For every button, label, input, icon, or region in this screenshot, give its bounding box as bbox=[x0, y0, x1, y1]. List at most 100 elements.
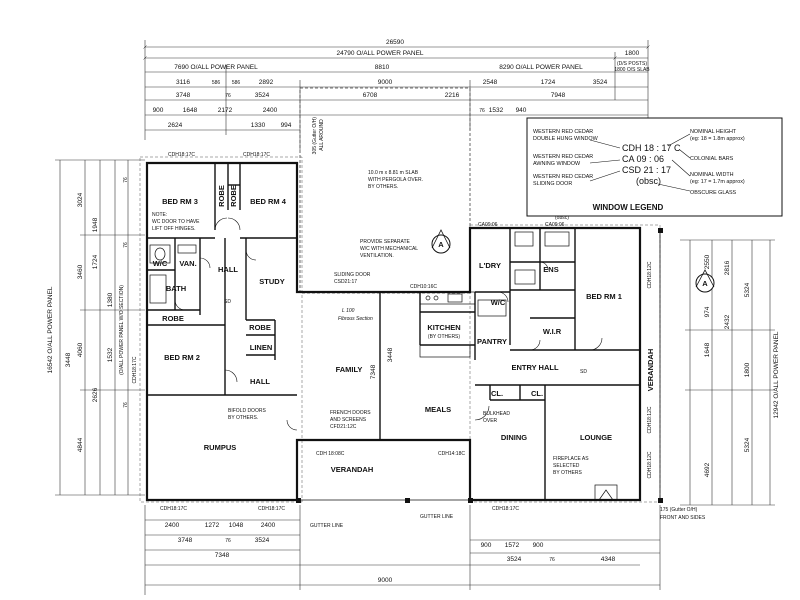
door-swings bbox=[174, 217, 603, 431]
note-french-line2: AND SCREENS bbox=[330, 417, 367, 423]
dim-r5-1: 1648 bbox=[183, 107, 198, 114]
dim-right-inner-1: 2432 bbox=[724, 314, 731, 329]
note-gutter-oh: 305 (Gutter O/H) ALL AROUND bbox=[312, 116, 325, 155]
section-marker-top bbox=[431, 229, 451, 254]
dim-dis-posts-note: (D/S POSTS) bbox=[617, 61, 647, 67]
dim-right-outer-1: 2816 bbox=[724, 260, 731, 275]
dim-left-outer-0: 3024 bbox=[77, 192, 84, 207]
dim-power-panel-all: 24790 O/ALL POWER PANEL bbox=[336, 50, 423, 57]
dim-left-wall-1: 76 bbox=[123, 242, 129, 248]
dim-right-outer-0: 2550 bbox=[704, 254, 711, 269]
legend-code-csd: CSD 21 : 17 bbox=[622, 165, 671, 175]
window-legend-box bbox=[526, 117, 783, 217]
room-dining: DINING bbox=[501, 433, 527, 442]
legend-item-sliding: WESTERN RED CEDAR SLIDING DOOR bbox=[533, 174, 595, 187]
section-marker-right-label: A bbox=[702, 279, 708, 288]
room-study: STUDY bbox=[259, 277, 284, 286]
room-wc2: W/C bbox=[491, 298, 506, 307]
dim-right-outer-5: 4692 bbox=[704, 462, 711, 477]
dim-right-panel: 8290 O/ALL POWER PANEL bbox=[499, 64, 583, 71]
note-sliding-door-line1: SLIDING DOOR bbox=[334, 272, 371, 278]
note-gutter-line2: ALL AROUND bbox=[319, 119, 325, 151]
gutter-outline-left bbox=[139, 156, 303, 503]
room-kitchen: KITCHEN bbox=[427, 323, 460, 332]
note-bulkhead-line1: BULKHEAD bbox=[483, 411, 510, 417]
note-wc-line2: WC DOOR TO HAVE bbox=[152, 219, 200, 225]
win-cdh1817c-bl: CDH18:17C bbox=[160, 506, 187, 512]
win-ca-a: CA09:06 bbox=[478, 222, 498, 228]
legend-nominal-width: NOMINAL WIDTH (eg: 17 = 1.7m approx) bbox=[690, 172, 745, 185]
win-cdh1812c-b: CDH18:12C bbox=[647, 406, 653, 433]
dim-left-wall-0: 76 bbox=[123, 177, 129, 183]
legend-item-dh-line2: DOUBLE HUNG WINDOW bbox=[533, 136, 599, 142]
verandah-posts bbox=[296, 228, 663, 503]
dim-r4-4: 2216 bbox=[445, 92, 460, 99]
section-marker-right bbox=[695, 269, 715, 293]
dim-r5-6: 940 bbox=[516, 107, 527, 114]
room-pantry: PANTRY bbox=[477, 337, 507, 346]
note-fireplace-line3: BY OTHERS bbox=[553, 470, 582, 476]
win-ca-b: CA09:06 bbox=[545, 222, 565, 228]
dim-r4-0: 3748 bbox=[176, 92, 191, 99]
legend-nominal-height: NOMINAL HEIGHT (eg: 18 = 1.8m approx) bbox=[690, 129, 745, 142]
win-cdh1016c: CDH10:16C bbox=[410, 284, 437, 290]
note-french-line3: CFD21:12C bbox=[330, 424, 357, 430]
bottom-dimensions bbox=[144, 505, 661, 595]
room-entry-hall: ENTRY HALL bbox=[511, 363, 559, 372]
dim-inner-3448: 3448 bbox=[387, 347, 394, 362]
dim-b2-1: 76 bbox=[225, 538, 231, 544]
dim-b1-0: 2400 bbox=[165, 522, 180, 529]
note-bifold-line2: BY OTHERS. bbox=[228, 415, 258, 421]
room-rumpus: RUMPUS bbox=[204, 443, 237, 452]
note-bifold-line1: BIFOLD DOORS bbox=[228, 408, 266, 414]
room-linen: LINEN bbox=[250, 343, 273, 352]
note-wc-provide-line1: PROVIDE SEPARATE bbox=[360, 239, 410, 245]
dim-left-inner-0: 1948 bbox=[92, 217, 99, 232]
room-bath: BATH bbox=[166, 284, 186, 293]
legend-nominal-height-line1: NOMINAL HEIGHT bbox=[690, 129, 737, 135]
legend-code-ca: CA 09 : 06 bbox=[622, 154, 664, 164]
note-gutter-line1: 305 (Gutter O/H) bbox=[312, 117, 318, 155]
dim-right-inner-0: 974 bbox=[704, 306, 711, 317]
note-slab: 10.0 m x 8.81 m SLAB WITH PERGOLA OVER. … bbox=[368, 170, 424, 190]
room-bed4: BED RM 4 bbox=[250, 197, 287, 206]
dim-left-panel: 7690 O/ALL POWER PANEL bbox=[174, 64, 258, 71]
note-wc-provide: PROVIDE SEPARATE W/C WITH MECHANICAL VEN… bbox=[360, 239, 419, 259]
fixtures bbox=[149, 231, 618, 501]
front-sides-note: FRONT AND SIDES bbox=[660, 515, 706, 521]
dim-r5-3: 2400 bbox=[263, 107, 278, 114]
legend-obscure-glass: OBSCURE GLASS bbox=[690, 190, 737, 196]
legend-code-obsc: (obsc) bbox=[636, 176, 661, 186]
dim-left-inner-1: 1724 bbox=[92, 254, 99, 269]
win-cdh1817c-br: CDH18:17C bbox=[492, 506, 519, 512]
dim-r5-4: 76 bbox=[479, 108, 485, 114]
room-robe3: ROBE bbox=[162, 314, 184, 323]
room-kitchen-note: (BY OTHERS) bbox=[428, 334, 460, 340]
note-wc-provide-line2: W/C WITH MECHANICAL bbox=[360, 246, 418, 252]
dim-left-outer-4: 4844 bbox=[77, 437, 84, 452]
win-cdh1812c-c: CDH18:12C bbox=[647, 451, 653, 478]
note-slab-line2: WITH PERGOLA OVER. bbox=[368, 177, 423, 183]
dim-inner-7348: 7348 bbox=[370, 364, 377, 379]
dim-dis-posts: 1800 bbox=[625, 50, 640, 57]
dim-right-power-panel: 12942 O/ALL POWER PANEL bbox=[773, 331, 780, 418]
pergola-slab-outline bbox=[299, 87, 471, 294]
note-sliding-door-line2: CSD21:17 bbox=[334, 279, 357, 285]
dim-left-inner-4: 3448 bbox=[65, 352, 72, 367]
dim-r4-5: 7948 bbox=[551, 92, 566, 99]
dim-br1-0: 900 bbox=[481, 542, 492, 549]
dim-left-inner-2: 1380 bbox=[107, 292, 114, 307]
legend-colonial-bars: COLONIAL BARS bbox=[690, 156, 734, 162]
note-wc-line1: NOTE: bbox=[152, 212, 167, 218]
room-bed1: BED RM 1 bbox=[586, 292, 622, 301]
room-verandah-bottom: VERANDAH bbox=[331, 465, 374, 474]
legend-title: WINDOW LEGEND bbox=[593, 203, 664, 212]
note-handwritten: L 100 Fibrous Section bbox=[338, 308, 373, 322]
room-family: FAMILY bbox=[336, 365, 363, 374]
dim-b1-3: 2400 bbox=[261, 522, 276, 529]
note-french: FRENCH DOORS AND SCREENS CFD21:12C bbox=[330, 410, 372, 430]
note-fireplace: FIREPLACE AS SELECTED BY OTHERS bbox=[553, 456, 590, 476]
dim-overall: 26590 bbox=[386, 39, 404, 46]
legend-item-dh-line1: WESTERN RED CEDAR bbox=[533, 129, 593, 135]
win-cdh1812c-a: CDH18:12C bbox=[647, 261, 653, 288]
